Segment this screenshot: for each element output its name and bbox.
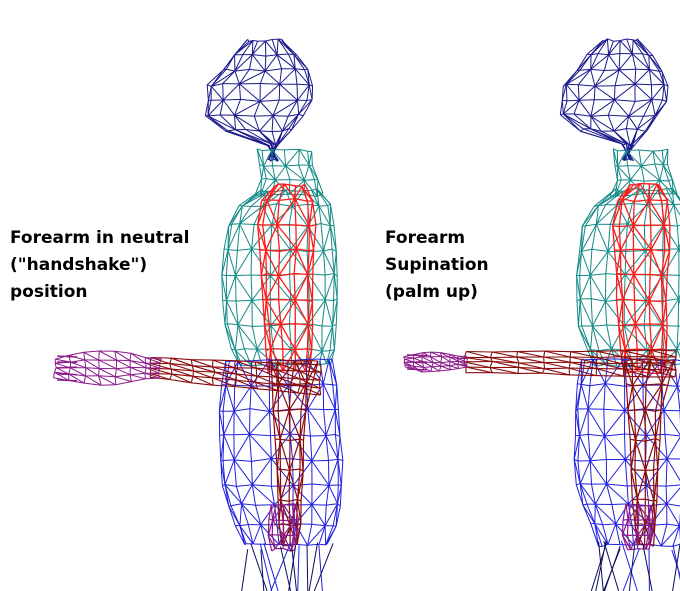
hand-wireframe (54, 351, 299, 551)
caption-line: Forearm (385, 228, 465, 248)
caption-line: ("handshake") (10, 255, 147, 275)
head-wireframe (560, 39, 668, 161)
head-wireframe (205, 39, 312, 161)
neck-wireframe (255, 149, 323, 196)
feet-wireframe (242, 542, 333, 591)
hand-wireframe (404, 352, 654, 550)
wireframe-body-neutral (54, 39, 343, 591)
caption-supination: Forearm Supination (palm up) (385, 225, 489, 306)
caption-line: Supination (385, 255, 489, 275)
caption-line: position (10, 282, 88, 302)
caption-line: (palm up) (385, 282, 478, 302)
caption-neutral: Forearm in neutral ("handshake") positio… (10, 225, 189, 306)
wireframe-body-supination (404, 39, 680, 591)
caption-line: Forearm in neutral (10, 228, 189, 248)
